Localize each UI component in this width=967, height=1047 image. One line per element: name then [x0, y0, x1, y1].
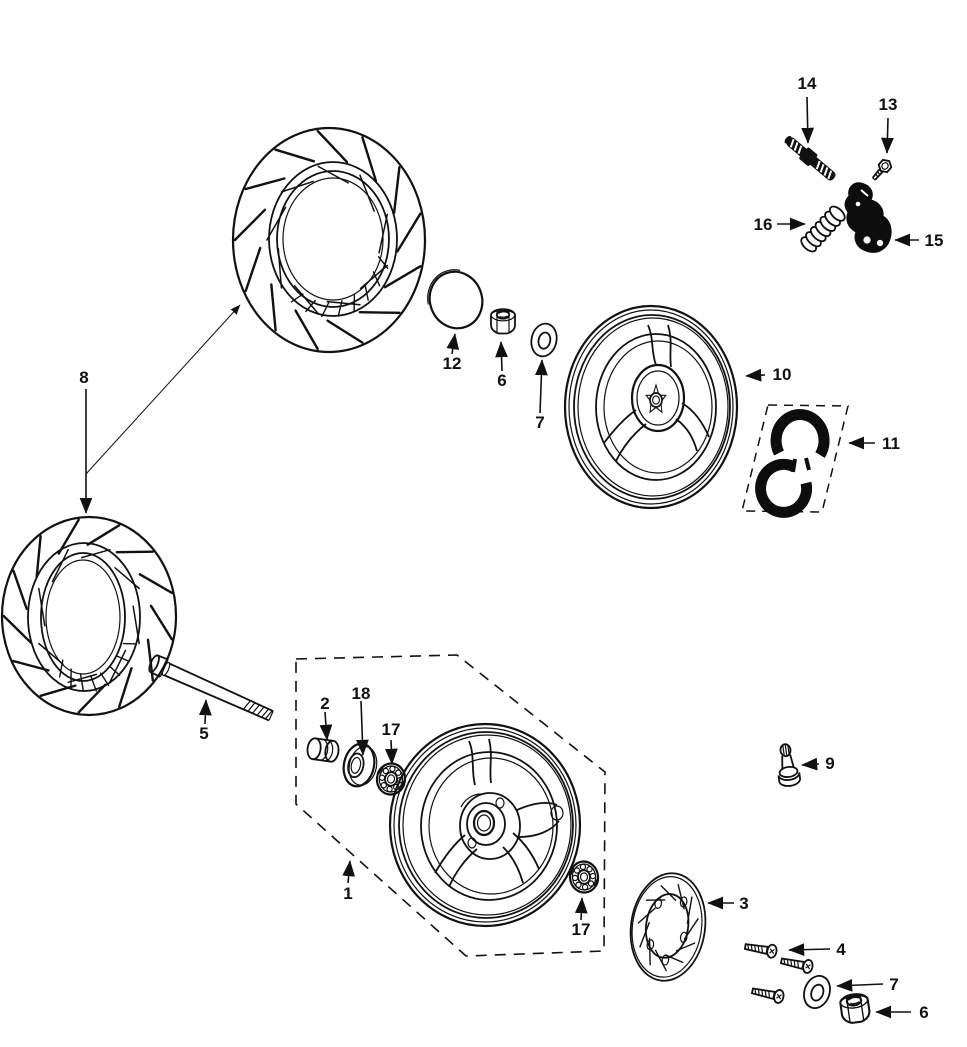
callout-7-upper: 7	[535, 359, 548, 432]
callout-label: 5	[199, 724, 208, 743]
callout-label: 8	[79, 368, 88, 387]
callout-arrow	[881, 117, 894, 154]
front-wheel-1	[388, 722, 582, 928]
rear-wheel-10	[563, 304, 739, 510]
callout-18: 18	[352, 684, 371, 756]
callout-label: 6	[497, 371, 506, 390]
callout-4: 4	[788, 940, 846, 959]
rear-wheel-spokes	[603, 324, 710, 462]
front-hub	[459, 792, 564, 860]
axle-5	[148, 654, 274, 722]
callout-label: 7	[535, 413, 544, 432]
bearing-17-left	[373, 760, 409, 798]
callout-13: 13	[879, 95, 898, 154]
callout-9: 9	[801, 754, 835, 773]
callout-label: 18	[352, 684, 371, 703]
callout-17-right: 17	[572, 897, 591, 939]
dust-seal-18	[342, 742, 378, 788]
axle-nut-6-upper	[490, 307, 516, 335]
callout-15: 15	[894, 231, 944, 250]
tire-8-upper	[231, 126, 427, 354]
callout-label: 7	[889, 975, 898, 994]
callout-label: 15	[925, 231, 944, 250]
callout-arrow	[495, 341, 508, 372]
callout-1: 1	[342, 860, 355, 903]
callout-17-left: 17	[382, 720, 401, 765]
callout-arrow	[745, 368, 766, 382]
callout-3: 3	[707, 894, 749, 913]
spacer-2	[306, 737, 340, 763]
nut-6-lower	[838, 991, 872, 1026]
callout-label: 11	[882, 434, 900, 453]
callout-5: 5	[198, 699, 212, 743]
spring-16	[800, 205, 846, 253]
callout-arrow	[85, 304, 241, 475]
hub-cap-12	[427, 269, 484, 330]
callout-arrow	[356, 700, 369, 756]
brake-disc-3	[629, 872, 707, 982]
callout-6-lower: 6	[875, 1003, 929, 1022]
brake-shoes-11	[741, 404, 849, 518]
callout-label: 17	[572, 920, 591, 939]
callout-arrow	[446, 333, 460, 355]
callout-2: 2	[319, 694, 333, 741]
callout-7-lower: 7	[836, 975, 899, 994]
callout-6-upper: 6	[495, 341, 508, 390]
bolt-13	[871, 158, 893, 181]
valve-stem-9	[777, 743, 801, 787]
callout-arrow	[198, 699, 212, 725]
callout-arrow	[535, 359, 548, 414]
disc-screw-4c	[750, 983, 786, 1005]
callout-arrow	[801, 757, 820, 771]
callout-label: 14	[798, 74, 817, 93]
callout-arrow	[788, 943, 831, 957]
callout-label: 2	[320, 694, 329, 713]
tire-8-lower	[0, 515, 178, 717]
callout-label: 12	[443, 354, 462, 373]
brake-arm-15	[844, 182, 892, 253]
callout-arrow	[319, 711, 333, 741]
disc-screw-4a	[743, 939, 779, 960]
callout-16: 16	[754, 215, 806, 234]
callout-label: 10	[773, 365, 792, 384]
callout-label: 4	[836, 940, 846, 959]
callout-label: 3	[739, 894, 748, 913]
callout-14: 14	[798, 74, 817, 144]
callout-10: 10	[745, 365, 792, 384]
callout-label: 17	[382, 720, 401, 739]
callout-label: 16	[754, 215, 773, 234]
callout-arrow	[574, 897, 588, 921]
callout-label: 9	[825, 754, 834, 773]
front-wheel-assembly-box-1	[295, 654, 606, 957]
callout-12: 12	[443, 333, 462, 373]
front-wheel-spokes	[434, 738, 540, 888]
disc-screw-4b	[779, 953, 815, 975]
callout-arrow	[801, 96, 815, 144]
washer-7-upper	[527, 320, 561, 360]
callout-arrow	[384, 739, 398, 765]
rear-hub-drum	[630, 363, 686, 433]
brake-adjuster-14	[784, 135, 836, 181]
callout-label: 13	[879, 95, 898, 114]
callout-11: 11	[848, 434, 900, 453]
washer-7-lower	[798, 971, 836, 1013]
callout-arrow	[342, 860, 355, 884]
callout-label: 1	[343, 884, 352, 903]
callout-label: 6	[919, 1003, 928, 1022]
callout-8: 8	[79, 304, 241, 514]
callout-arrow	[836, 978, 884, 992]
